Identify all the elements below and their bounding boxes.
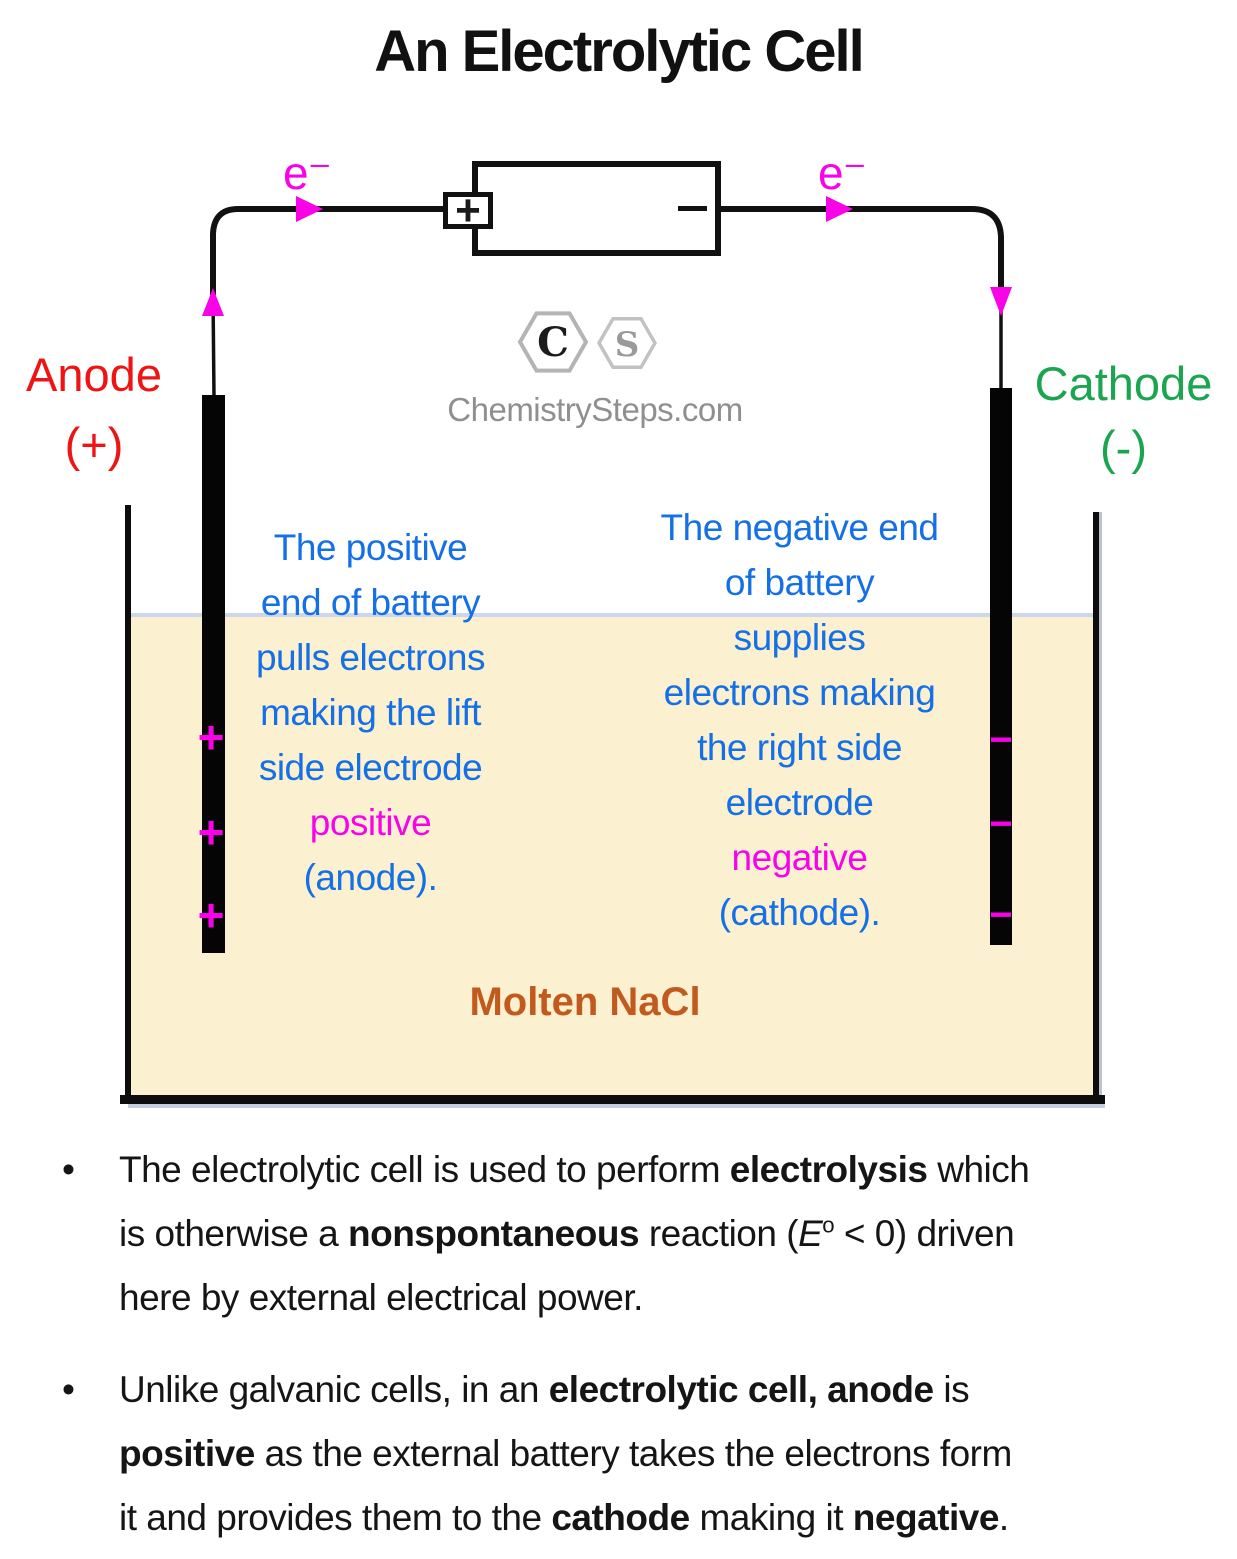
bullet-list: • The electrolytic cell is used to perfor…: [62, 1138, 1212, 1550]
minus-charge-icon: −: [989, 893, 1013, 937]
bullet-text-line: The electrolytic cell is used to perform…: [119, 1149, 1030, 1190]
wire-left-icon: [210, 206, 446, 295]
electron-flow-arrow-down-icon: [990, 287, 1012, 316]
electron-label-right: e⁻: [818, 147, 867, 199]
note-line: pulls electrons: [255, 637, 486, 678]
anode-label: Anode: [26, 348, 162, 401]
cathode-explanation-note: The negative end of battery supplies electr…: [612, 500, 987, 940]
cathode-label-block: Cathode (-): [1020, 352, 1227, 480]
electron-label-left: e⁻: [283, 147, 332, 199]
note-line: end of battery: [260, 582, 481, 623]
page-title: An Electrolytic Cell: [374, 19, 865, 84]
bullet-item: • Unlike galvanic cells, in an electrolyt…: [62, 1358, 1212, 1550]
bullet-marker-icon: •: [62, 1149, 75, 1190]
bullet-marker-icon: •: [62, 1369, 75, 1410]
note-line: negative: [731, 837, 868, 878]
logo-letter-c: C: [537, 319, 569, 366]
chemistrysteps-logo: C S: [517, 311, 658, 373]
logo-hexagon-s-icon: [596, 317, 658, 369]
cathode-electrode: [990, 388, 1012, 945]
plus-charge-icon: +: [197, 889, 225, 941]
note-line: side electrode: [258, 747, 483, 788]
beaker-wall-right: [1093, 512, 1099, 1102]
battery-box: [472, 161, 721, 256]
electrolyte-label: Molten NaCl: [469, 980, 701, 1024]
bullet-text-line: positive as the external battery takes t…: [119, 1433, 1012, 1474]
plus-charge-icon: +: [197, 711, 225, 763]
note-line: (anode).: [303, 857, 438, 898]
battery-positive-terminal: +: [443, 188, 493, 232]
minus-charge-icon: −: [989, 718, 1013, 762]
note-line: (cathode).: [718, 892, 881, 933]
note-line: supplies: [733, 617, 866, 658]
battery-negative-terminal-minus-icon: [678, 206, 707, 211]
molten-nacl-liquid: [131, 613, 1093, 1095]
logo-letter-s: S: [615, 325, 640, 365]
note-line: The positive: [273, 527, 468, 568]
plus-charge-icon: +: [197, 806, 225, 858]
anode-electrode: [202, 395, 225, 953]
anode-explanation-note: The positive end of battery pulls electron…: [213, 520, 528, 905]
wire-left-lead-icon: [211, 294, 216, 398]
bullet-item: • The electrolytic cell is used to perfor…: [62, 1138, 1212, 1330]
wire-right-icon: [718, 206, 1004, 303]
note-line: making the lift: [260, 692, 481, 733]
cathode-sign: (-): [1100, 421, 1147, 474]
beaker-wall-left: [125, 505, 131, 1102]
note-line: the right side: [697, 727, 902, 768]
note-line: electrons making: [663, 672, 936, 713]
electron-flow-arrow-up-icon: [202, 288, 224, 316]
bullet-text-line: Unlike galvanic cells, in an electrolyti…: [119, 1369, 970, 1410]
logo-hexagon-c-icon: [517, 311, 589, 373]
bullet-text-line: it and provides them to the cathode maki…: [119, 1497, 1009, 1538]
bullet-text-line: here by external electrical power.: [119, 1277, 643, 1318]
cathode-label: Cathode: [1034, 357, 1213, 410]
anode-label-block: Anode (+): [6, 340, 182, 480]
beaker-bottom: [120, 1095, 1105, 1104]
note-line: positive: [309, 802, 432, 843]
logo-site-text: ChemistrySteps.com: [447, 391, 743, 428]
note-line: The negative end: [660, 507, 939, 548]
bullet-text-line: is otherwise a nonspontaneous reaction (…: [119, 1212, 1015, 1254]
minus-charge-icon: −: [989, 802, 1013, 846]
beaker-bottom-shadow: [128, 1104, 1105, 1108]
beaker-wall-shadow: [1099, 512, 1102, 1102]
note-line: of battery: [724, 562, 875, 603]
note-line: electrode: [725, 782, 874, 823]
anode-sign: (+): [64, 418, 124, 471]
